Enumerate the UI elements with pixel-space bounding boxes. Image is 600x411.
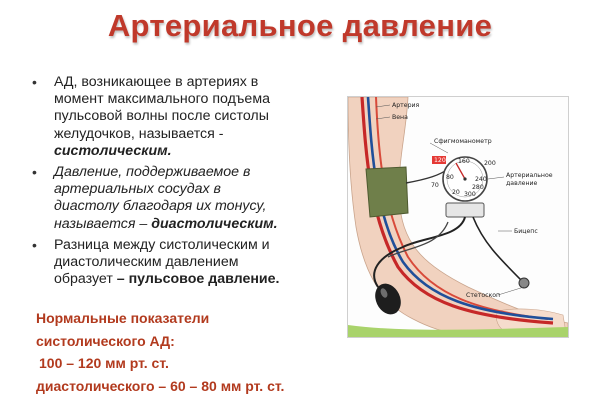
artery-vessel [360,97,554,325]
bullet-marker: • [32,74,37,90]
label-leader-bp [487,176,505,180]
bullet-diastolic: • Давление, поддерживаемое в артериальны… [28,164,318,233]
label-sphygmomanometer: Сфигмоманометр [434,138,492,145]
bullet-line: желудочков, называется - [54,125,224,142]
gauge-label-70: 70 [431,182,439,189]
bullet-line: Разница между систолическим и [54,236,270,253]
mat-shape [348,325,568,337]
bp-measurement-diagram: 120 160 200 80 70 240 280 20 300 Артерия… [347,96,569,338]
bullet-line: момент максимального подъема [54,91,270,108]
bullet-line: диастолическим давлением [54,254,239,271]
term-diastolic: диастолическим. [151,215,278,232]
norms-heading: Нормальные показатели [36,310,210,326]
gauge-inner-ring [446,160,484,198]
stethoscope-tube-secondary [387,221,449,258]
stethoscope-head [518,277,530,289]
arm-illustration: 120 160 200 80 70 240 280 20 300 Артерия… [348,97,568,337]
label-leader-stethoscope [497,286,525,296]
gauge-label-160: 160 [458,158,470,165]
gauge-label-120: 120 [434,157,446,164]
gauge-label-80: 80 [446,174,454,181]
gauge-label-280: 280 [472,184,484,191]
bullet-pulse: • Разница между систолическим и диастоли… [28,237,318,289]
cuff-shape [365,166,409,218]
gauge-base [445,202,485,218]
bullet-text: называется – [54,215,152,232]
label-leader-sphyg [429,142,449,154]
norms-heading-systolic: систолического АД: [36,332,175,349]
artery-branch [375,97,549,320]
bullet-list: • АД, возникающее в артериях в момент ма… [28,74,318,292]
label-leader-vein [375,116,391,120]
gauge-label-240: 240 [475,176,487,183]
gauge-hub [463,177,467,181]
vein-vessel [366,97,554,321]
gauge-needle [455,162,466,180]
term-pulse-pressure: – пульсовое давление. [116,271,280,288]
gauge-label-20: 20 [452,189,460,196]
label-arterial-pressure: Артериальное [506,172,553,179]
bullet-text: образует [54,271,117,288]
norms-diastolic-value: диастолического – 60 – 80 мм рт. ст. [36,377,285,394]
bullet-line: Давление, поддерживаемое в [54,164,251,181]
gauge-120-highlight [432,156,446,164]
label-vein: Вена [392,114,408,121]
bullet-line: пульсовой волны после систолы [54,108,269,125]
gauge-label-200: 200 [484,160,496,167]
norms-systolic-value: 100 – 120 мм рт. ст. [39,355,169,371]
label-stethoscope: Стетоскоп [466,292,500,299]
gauge-label-300: 300 [464,191,476,198]
label-arterial-pressure-2: давление [506,180,538,187]
slide-title: Артериальное давление [107,8,493,43]
label-biceps: Бицепс [514,228,538,235]
cuff-tube [405,168,449,184]
bullet-line: называется – диастолическим. [54,216,318,233]
label-leader-artery [375,104,391,108]
bullet-systolic: • АД, возникающее в артериях в момент ма… [28,74,318,160]
bullet-line: образует – пульсовое давление. [54,271,318,288]
norms-block: Нормальные показатели систолического АД:… [36,307,336,397]
bullet-marker: • [32,164,37,181]
stethoscope-tube [373,216,466,288]
pump-bulb-highlight [380,288,388,298]
stethoscope-tube-chest [472,216,524,283]
term-systolic: систолическим. [54,142,172,159]
label-artery: Артерия [392,102,420,109]
bullet-line: диастолу благодаря их тонусу, [54,198,267,215]
bullet-line: артериальных сосудах в [54,181,221,198]
bullet-line: АД, возникающее в артериях в [54,74,259,90]
bullet-marker: • [32,236,37,253]
